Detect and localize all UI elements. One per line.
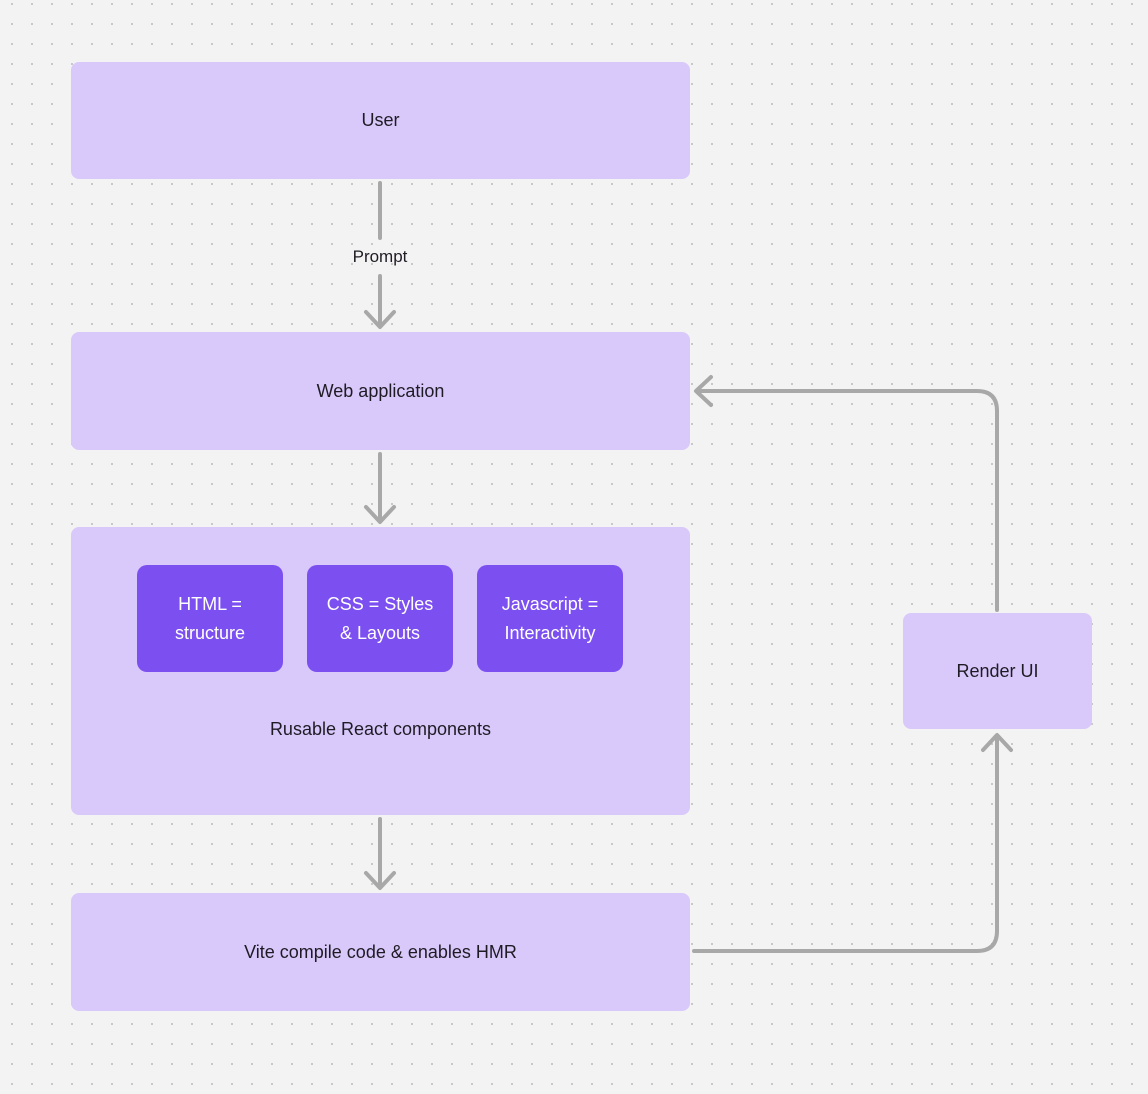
edge-label-prompt: Prompt	[352, 247, 408, 266]
chip-javascript-label: Javascript = Interactivity	[501, 593, 599, 643]
node-render-ui-label: Render UI	[956, 660, 1039, 681]
edge-webapp-to-react	[364, 452, 396, 524]
node-vite[interactable]: Vite compile code & enables HMR	[71, 893, 690, 1011]
node-user-label: User	[361, 110, 400, 131]
node-web-application[interactable]: Web application	[71, 332, 690, 450]
chip-javascript[interactable]: Javascript = Interactivity	[477, 565, 623, 672]
edge-vite-to-render	[692, 733, 1013, 953]
chip-html[interactable]: HTML = structure	[137, 565, 283, 672]
node-vite-label: Vite compile code & enables HMR	[244, 941, 517, 962]
chip-html-label: HTML = structure	[174, 593, 246, 643]
react-chip-row: HTML = structure CSS = Styles & Layouts …	[71, 565, 690, 672]
chip-css[interactable]: CSS = Styles & Layouts	[307, 565, 453, 672]
node-render-ui[interactable]: Render UI	[903, 613, 1092, 729]
node-react-container[interactable]: HTML = structure CSS = Styles & Layouts …	[71, 527, 690, 815]
react-container-caption: Rusable React components	[269, 719, 492, 739]
edge-render-to-webapp	[694, 375, 999, 612]
node-user[interactable]: User	[71, 62, 690, 179]
chip-css-label: CSS = Styles & Layouts	[326, 593, 434, 643]
edge-react-to-vite	[364, 817, 396, 890]
node-web-application-label: Web application	[316, 380, 445, 401]
